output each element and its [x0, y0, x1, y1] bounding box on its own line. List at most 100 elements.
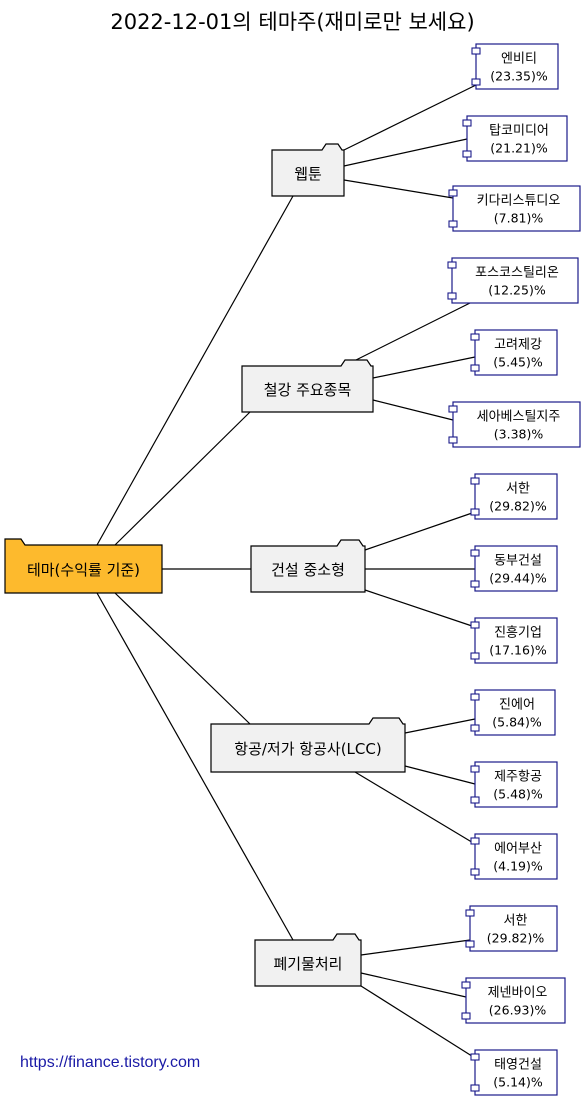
footer-link[interactable]: https://finance.tistory.com [20, 1054, 201, 1071]
folder-icon [254, 933, 362, 987]
component-port-icon [461, 1012, 471, 1020]
edge-theme-to-stock [343, 179, 454, 199]
component-port-icon [447, 261, 457, 269]
stock-node[interactable]: 포스코스틸리온(12.25)% [447, 257, 579, 304]
theme-node[interactable]: 폐기물처리 [254, 933, 362, 987]
folder-icon [250, 539, 366, 593]
component-port-icon [470, 1053, 480, 1061]
component-box [474, 1049, 558, 1096]
theme-label: 철강 주요종목 [264, 381, 352, 399]
component-port-icon [470, 549, 480, 557]
component-port-icon [465, 940, 475, 948]
component-port-icon [470, 796, 480, 804]
edge-theme-to-stock [343, 138, 468, 167]
component-port-icon [470, 652, 480, 660]
component-box [474, 473, 558, 520]
stock-node[interactable]: 서한 (29.82)% [470, 473, 558, 520]
stock-return: (5.48)% [493, 787, 543, 802]
stock-node[interactable]: 진에어(5.84)% [470, 689, 556, 736]
stock-node[interactable]: 제주항공 (5.48)% [470, 761, 558, 808]
theme-node[interactable]: 건설 중소형 [250, 539, 366, 593]
stock-name: 동부건설 [494, 554, 542, 569]
component-box [469, 905, 558, 952]
component-box [474, 545, 558, 592]
edge-theme-to-stock [355, 302, 471, 361]
stock-name: 포스코스틸리온 [475, 266, 559, 281]
stock-return: (29.82)% [489, 499, 547, 514]
stock-node[interactable]: 엔비티 (23.35)% [471, 43, 559, 90]
stock-name: 제넨바이오 [488, 986, 548, 1001]
stock-return: (21.21)% [490, 141, 548, 156]
folder-icon [241, 359, 374, 413]
root-node[interactable]: 테마(수익률 기준) [4, 538, 163, 594]
stock-name: 세아베스틸지주 [477, 410, 561, 425]
stock-node[interactable]: 세아베스틸지주 (3.38)% [448, 401, 581, 448]
stock-name: 제주항공 [494, 770, 542, 785]
component-box [452, 401, 581, 448]
root-folder-shape [4, 538, 163, 594]
stock-name: 고려제강 [494, 338, 542, 353]
component-port-icon [470, 477, 480, 485]
component-box [474, 617, 558, 664]
component-box [475, 43, 559, 90]
component-port-icon [471, 78, 481, 86]
component-port-icon [470, 580, 480, 588]
edge-theme-to-stock [343, 84, 477, 151]
component-box [474, 689, 556, 736]
edge-theme-to-stock [404, 718, 476, 734]
folder-icon [271, 143, 345, 197]
stock-node[interactable]: 고려제강 (5.45)% [470, 329, 558, 376]
component-box [474, 833, 558, 880]
theme-node[interactable]: 항공/저가 항공사(LCC) [210, 717, 406, 773]
stock-node[interactable]: 키다리스튜디오(7.81)% [448, 185, 581, 232]
stock-return: (17.16)% [489, 643, 547, 658]
stock-node[interactable]: 서한(29.82)% [465, 905, 558, 952]
component-port-icon [470, 333, 480, 341]
stock-node[interactable]: 진흥기업 (17.16)% [470, 617, 558, 664]
stock-name: 서한 [504, 914, 528, 929]
stock-node[interactable]: 탑코미디어(21.21)% [462, 115, 568, 162]
component-box [451, 257, 579, 304]
component-port-icon [470, 508, 480, 516]
theme-label: 항공/저가 항공사(LCC) [234, 740, 381, 758]
component-port-icon [470, 621, 480, 629]
edge-theme-to-stock [372, 356, 476, 379]
stock-return: (3.38)% [494, 427, 544, 442]
stock-node[interactable]: 태영건설(5.14)% [470, 1049, 558, 1096]
component-port-icon [461, 981, 471, 989]
stock-return: (5.45)% [493, 355, 543, 370]
edges [96, 84, 477, 1059]
stock-return: (29.44)% [489, 571, 547, 586]
edge-root-to-theme [114, 592, 251, 725]
stock-name: 에어부산 [494, 842, 542, 857]
theme-node[interactable]: 웹툰 [271, 143, 345, 197]
stock-node[interactable]: 동부건설 (29.44)% [470, 545, 558, 592]
edge-theme-to-stock [360, 972, 467, 998]
edge-root-to-theme [96, 592, 294, 941]
stock-name: 진흥기업 [494, 626, 542, 641]
stock-name: 서한 [506, 482, 530, 497]
component-port-icon [470, 765, 480, 773]
component-port-icon [470, 837, 480, 845]
theme-label: 웹툰 [294, 165, 322, 183]
component-port-icon [470, 364, 480, 372]
stock-return: (5.14)% [493, 1075, 543, 1090]
component-box [474, 329, 558, 376]
component-port-icon [470, 1084, 480, 1092]
theme-node[interactable]: 철강 주요종목 [241, 359, 374, 413]
edge-theme-to-stock [360, 939, 471, 956]
edge-theme-to-stock [404, 765, 476, 785]
component-port-icon [448, 220, 458, 228]
folder-icon [210, 717, 406, 773]
edge-theme-to-stock [364, 589, 476, 628]
stock-node[interactable]: 에어부산(4.19)% [470, 833, 558, 880]
edge-theme-to-stock [372, 399, 454, 421]
stock-name: 엔비티 [501, 52, 537, 67]
stock-node[interactable]: 제넨바이오(26.93)% [461, 977, 566, 1024]
edge-theme-to-stock [354, 771, 476, 845]
theme-label: 건설 중소형 [271, 561, 345, 579]
theme-label: 폐기물처리 [273, 955, 342, 973]
stock-return: (23.35)% [490, 69, 548, 84]
component-box [465, 977, 566, 1024]
